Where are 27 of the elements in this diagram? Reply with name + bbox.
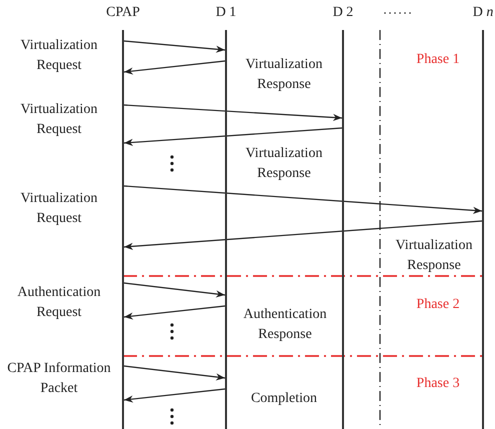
phase-label: Phase 2 xyxy=(415,296,461,314)
message-arrow xyxy=(124,127,342,146)
message-label: CPAP Information Packet xyxy=(6,360,112,398)
participant-label: D 2 xyxy=(332,4,354,22)
message-arrow xyxy=(124,185,482,214)
message-label: Virtualization Response xyxy=(244,145,324,183)
message-label: Authentication Request xyxy=(16,284,102,322)
message-label: Virtualization Response xyxy=(394,237,474,275)
participant-label: D n xyxy=(472,4,494,22)
message-label: Virtualization Request xyxy=(20,37,98,75)
message-arrow xyxy=(124,104,342,122)
message-label: Virtualization Response xyxy=(244,56,324,94)
message-label: Virtualization Request xyxy=(20,101,98,139)
phase-label: Phase 3 xyxy=(415,375,461,393)
message-arrow xyxy=(124,220,482,250)
participant-label: CPAP xyxy=(106,4,140,22)
message-label: Completion xyxy=(250,390,318,408)
participant-label: D 1 xyxy=(216,4,236,22)
message-arrow xyxy=(124,60,226,75)
phase-label: Phase 1 xyxy=(415,51,461,69)
message-arrow xyxy=(124,365,226,381)
message-label: Authentication Response xyxy=(242,306,328,344)
message-arrow xyxy=(124,40,226,53)
message-arrow xyxy=(124,282,226,298)
message-label: Virtualization Request xyxy=(20,190,98,228)
message-arrow xyxy=(124,305,226,320)
message-arrow xyxy=(124,388,226,403)
